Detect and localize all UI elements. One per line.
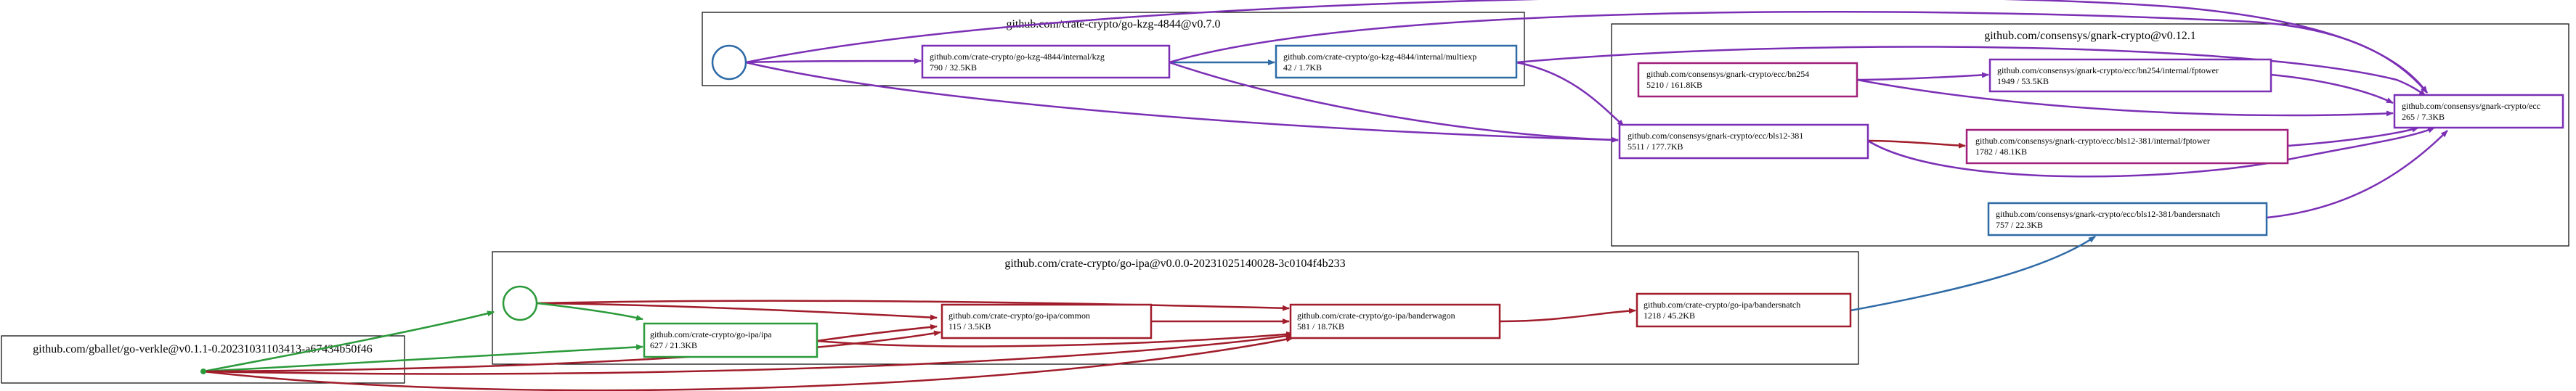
- node-label: github.com/consensys/gnark-crypto/ecc/bl…: [1975, 136, 2210, 146]
- edge-internal-kzg-to-ecc: [1169, 11, 2428, 94]
- node-gnark-bls12-381[interactable]: github.com/consensys/gnark-crypto/ecc/bl…: [1618, 123, 1869, 160]
- node-gnark-bandersnatch[interactable]: github.com/consensys/gnark-crypto/ecc/bl…: [1987, 202, 2268, 236]
- edge-verkle-to-common: [203, 330, 941, 373]
- edge-ipa-bandersnatch-to-gnark-bandersnatch: [1850, 235, 2096, 312]
- edge-bls-to-ecc: [1867, 126, 2435, 178]
- node-size: 581 / 18.7KB: [1297, 321, 1344, 332]
- edge-ipa-entry-to-banderwagon: [537, 300, 1290, 311]
- node-label: github.com/crate-crypto/go-ipa/ipa: [650, 329, 772, 339]
- edge-verkle-to-ipa: [203, 344, 643, 373]
- edge-bn254-to-fptower: [1856, 72, 1989, 81]
- node-label: github.com/crate-crypto/go-ipa/common: [948, 310, 1090, 321]
- edge-multiexp-to-bls: [1516, 61, 1625, 127]
- node-size: 1949 / 53.5KB: [1997, 76, 2049, 86]
- node-gnark-bls-fptower[interactable]: github.com/consensys/gnark-crypto/ecc/bl…: [1965, 128, 2289, 165]
- edge-bls-fptower-to-ecc: [2287, 126, 2419, 147]
- cluster-label-go-ipa: github.com/crate-crypto/go-ipa@v0.0.0-20…: [1004, 258, 1345, 270]
- edge-multiexp-to-ecc: [1516, 46, 2426, 97]
- node-label: github.com/consensys/gnark-crypto/ecc/bl…: [1996, 209, 2220, 219]
- edge-internal-kzg-to-bls: [1169, 61, 1619, 143]
- edge-verkle-to-ipa-entry: [203, 310, 495, 373]
- node-ipa-common[interactable]: github.com/crate-crypto/go-ipa/common 11…: [940, 303, 1153, 339]
- node-size: 627 / 21.3KB: [650, 340, 697, 350]
- edge-verkle-to-banderwagon: [203, 333, 1293, 375]
- edge-ipa-to-common: [816, 324, 938, 342]
- edge-banderwagon-to-ipa-bandersnatch: [1499, 308, 1636, 323]
- node-ipa-banderwagon[interactable]: github.com/crate-crypto/go-ipa/banderwag…: [1289, 303, 1501, 339]
- node-kzg-internal-kzg[interactable]: github.com/crate-crypto/go-kzg-4844/inte…: [921, 44, 1171, 79]
- node-label: github.com/consensys/gnark-crypto/ecc/bl…: [1628, 131, 1803, 141]
- node-size: 1218 / 45.2KB: [1643, 310, 1695, 321]
- node-label: github.com/consensys/gnark-crypto/ecc/bn…: [1997, 65, 2219, 75]
- cluster-go-kzg-4844: github.com/crate-crypto/go-kzg-4844@v0.7…: [702, 12, 1525, 86]
- edge-ipa-entry-to-ipa: [537, 302, 643, 321]
- edge-bn254-fptower-to-ecc: [2270, 73, 2394, 104]
- cluster-label-go-kzg-4844: github.com/crate-crypto/go-kzg-4844@v0.7…: [1006, 18, 1220, 30]
- cluster-label-gnark-crypto: github.com/consensys/gnark-crypto@v0.12.…: [1984, 30, 2196, 42]
- node-label: github.com/consensys/gnark-crypto/ecc/bn…: [1646, 69, 1809, 79]
- node-size: 790 / 32.5KB: [930, 62, 977, 73]
- node-kzg-multiexp[interactable]: github.com/crate-crypto/go-kzg-4844/inte…: [1275, 44, 1518, 79]
- node-gnark-ecc[interactable]: github.com/consensys/gnark-crypto/ecc 26…: [2393, 94, 2564, 129]
- node-gnark-bn254[interactable]: github.com/consensys/gnark-crypto/ecc/bn…: [1637, 62, 1858, 98]
- node-size: 5210 / 161.8KB: [1646, 80, 1702, 90]
- node-size: 42 / 1.7KB: [1283, 62, 1322, 73]
- cluster-gnark-crypto: github.com/consensys/gnark-crypto@v0.12.…: [1611, 23, 2569, 247]
- node-ipa-ipa[interactable]: github.com/crate-crypto/go-ipa/ipa 627 /…: [643, 322, 818, 358]
- cluster-label-go-verkle: github.com/gballet/go-verkle@v0.1.1-0.20…: [33, 343, 372, 355]
- edge-ipa-entry-to-common: [537, 302, 938, 321]
- edge-ipa-to-banderwagon: [816, 331, 1293, 347]
- cluster-go-ipa: github.com/crate-crypto/go-ipa@v0.0.0-20…: [492, 251, 1859, 365]
- node-size: 1782 / 48.1KB: [1975, 147, 2027, 157]
- cluster-go-verkle: github.com/gballet/go-verkle@v0.1.1-0.20…: [1, 335, 405, 384]
- edge-bn254-to-ecc: [1856, 78, 2394, 117]
- node-size: 265 / 7.3KB: [2402, 112, 2445, 122]
- ipa-entry-node[interactable]: [502, 285, 538, 321]
- node-label: github.com/crate-crypto/go-ipa/bandersna…: [1643, 300, 1800, 310]
- edge-bandersnatch-to-ecc: [2266, 130, 2448, 219]
- edge-kzg-entry-to-internal-kzg: [745, 58, 922, 65]
- edge-kzg-entry-to-bls: [745, 61, 1619, 143]
- node-size: 757 / 22.3KB: [1996, 220, 2043, 230]
- node-gnark-bn254-fptower[interactable]: github.com/consensys/gnark-crypto/ecc/bn…: [1988, 58, 2272, 93]
- node-label: github.com/crate-crypto/go-kzg-4844/inte…: [1283, 52, 1476, 62]
- node-label: github.com/consensys/gnark-crypto/ecc: [2402, 101, 2540, 111]
- node-label: github.com/crate-crypto/go-kzg-4844/inte…: [930, 52, 1105, 62]
- kzg-entry-node[interactable]: [711, 44, 747, 81]
- edges: [203, 0, 2448, 391]
- edge-verkle-to-banderwagon-2: [203, 336, 1293, 391]
- node-ipa-bandersnatch[interactable]: github.com/crate-crypto/go-ipa/bandersna…: [1636, 292, 1852, 328]
- node-size: 5511 / 177.7KB: [1628, 141, 1683, 152]
- edge-bls-to-fptower: [1867, 139, 1966, 149]
- node-label: github.com/crate-crypto/go-ipa/banderwag…: [1297, 310, 1455, 321]
- node-size: 115 / 3.5KB: [948, 321, 991, 332]
- verkle-entry-node[interactable]: [200, 369, 206, 374]
